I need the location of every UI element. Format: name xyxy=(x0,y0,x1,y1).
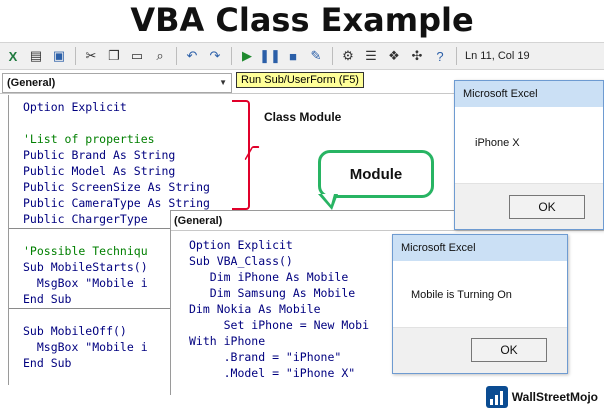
code-line[interactable] xyxy=(23,115,210,131)
undo-icon[interactable]: ↶ xyxy=(186,48,198,63)
design-mode-icon[interactable]: ✎ xyxy=(310,48,322,63)
code-line[interactable]: Public Brand As String xyxy=(23,148,176,162)
excel-icon[interactable]: X xyxy=(8,48,18,64)
toolbox-icon[interactable]: ✣ xyxy=(411,48,423,63)
code-line[interactable]: Sub MobileStarts() xyxy=(23,260,148,274)
reset-icon[interactable]: ■ xyxy=(289,48,297,64)
redo-icon[interactable]: ↷ xyxy=(209,48,221,63)
brand-name: WallStreetMojo xyxy=(511,390,598,404)
project-explorer-icon[interactable]: ⚙ xyxy=(342,48,354,63)
class-object-combo-label: (General) xyxy=(7,76,56,89)
code-line[interactable]: MsgBox "Mobile i xyxy=(23,340,148,354)
code-line[interactable]: .Brand = "iPhone" xyxy=(189,350,342,364)
properties-icon[interactable]: ☰ xyxy=(365,48,377,63)
ok-button[interactable]: OK xyxy=(471,338,547,362)
object-browser-icon[interactable]: ❖ xyxy=(388,48,400,63)
code-line[interactable]: .Model = "iPhone X" xyxy=(189,366,356,380)
code-line[interactable]: With iPhone xyxy=(189,334,266,348)
break-icon[interactable]: ❚❚ xyxy=(259,48,281,63)
msgbox-title: Microsoft Excel xyxy=(455,81,603,107)
code-line[interactable]: Set iPhone = New Mobi xyxy=(189,318,370,332)
msgbox-message: Mobile is Turning On xyxy=(411,289,512,301)
toolbar-separator xyxy=(75,47,76,65)
toolbar-separator xyxy=(231,47,232,65)
code-line[interactable]: End Sub xyxy=(23,292,72,306)
find-icon[interactable]: ⌕ xyxy=(156,48,164,63)
msgbox-footer: OK xyxy=(455,183,603,229)
code-line[interactable]: Sub VBA_Class() xyxy=(189,254,293,268)
cut-icon[interactable]: ✂ xyxy=(85,48,97,63)
module-callout: Module xyxy=(318,150,434,198)
toolbar-separator xyxy=(332,47,333,65)
run-tooltip: Run Sub/UserForm (F5) xyxy=(236,72,364,88)
wallstreetmojo-logo-icon xyxy=(485,386,508,408)
msgbox-mobile-on: Microsoft Excel Mobile is Turning On OK xyxy=(392,234,568,374)
class-module-label: Class Module xyxy=(264,110,342,124)
code-line[interactable]: Public CameraType As String xyxy=(23,196,210,210)
code-line[interactable]: Sub MobileOff() xyxy=(23,324,127,338)
msgbox-body: iPhone X xyxy=(455,107,603,183)
page-title: VBA Class Example xyxy=(130,1,474,39)
code-line[interactable]: End Sub xyxy=(23,356,72,370)
code-line[interactable]: MsgBox "Mobile i xyxy=(23,276,148,290)
class-module-bracket xyxy=(232,100,250,210)
procedure-divider xyxy=(9,308,179,309)
cursor-position-status: Ln 11, Col 19 xyxy=(465,50,530,62)
copy-icon[interactable]: ❐ xyxy=(108,48,120,63)
msgbox-iphone: Microsoft Excel iPhone X OK xyxy=(454,80,604,230)
code-line[interactable]: Option Explicit xyxy=(23,100,127,114)
code-line[interactable]: Public Model As String xyxy=(23,164,176,178)
msgbox-title: Microsoft Excel xyxy=(393,235,567,261)
run-icon[interactable]: ▶ xyxy=(242,48,252,63)
code-line[interactable]: Public ChargerType xyxy=(23,212,148,226)
msgbox-footer: OK xyxy=(393,327,567,373)
code-line[interactable]: 'Possible Techniqu xyxy=(23,244,148,258)
insert-module-icon[interactable]: ▤ xyxy=(29,48,43,63)
brand-mark: WallStreetMojo xyxy=(485,386,598,408)
ok-button[interactable]: OK xyxy=(509,195,585,219)
code-line[interactable]: Public ScreenSize As String xyxy=(23,180,210,194)
class-object-combo[interactable]: (General) ▼ xyxy=(2,72,232,93)
toolbar-separator xyxy=(456,47,457,65)
procedure-divider xyxy=(9,228,179,229)
code-line[interactable]: 'List of properties xyxy=(23,132,155,146)
code-line[interactable]: Dim Samsung As Mobile xyxy=(189,286,356,300)
paste-icon[interactable]: ▭ xyxy=(130,48,144,63)
msgbox-message: iPhone X xyxy=(475,137,520,149)
toolbar-separator xyxy=(176,47,177,65)
vbe-toolbar: X ▤ ▣ ✂ ❐ ▭ ⌕ ↶ ↷ ▶ ❚❚ ■ ✎ ⚙ ☰ ❖ ✣ ? Ln … xyxy=(0,42,604,70)
chevron-down-icon: ▼ xyxy=(219,78,227,87)
code-line[interactable]: Dim iPhone As Mobile xyxy=(189,270,349,284)
callout-tail-inner xyxy=(322,194,334,205)
code-line[interactable]: Dim Nokia As Mobile xyxy=(189,302,321,316)
msgbox-body: Mobile is Turning On xyxy=(393,261,567,327)
help-icon[interactable]: ? xyxy=(436,48,444,64)
code-line[interactable]: Option Explicit xyxy=(189,238,293,252)
save-icon[interactable]: ▣ xyxy=(52,48,66,63)
